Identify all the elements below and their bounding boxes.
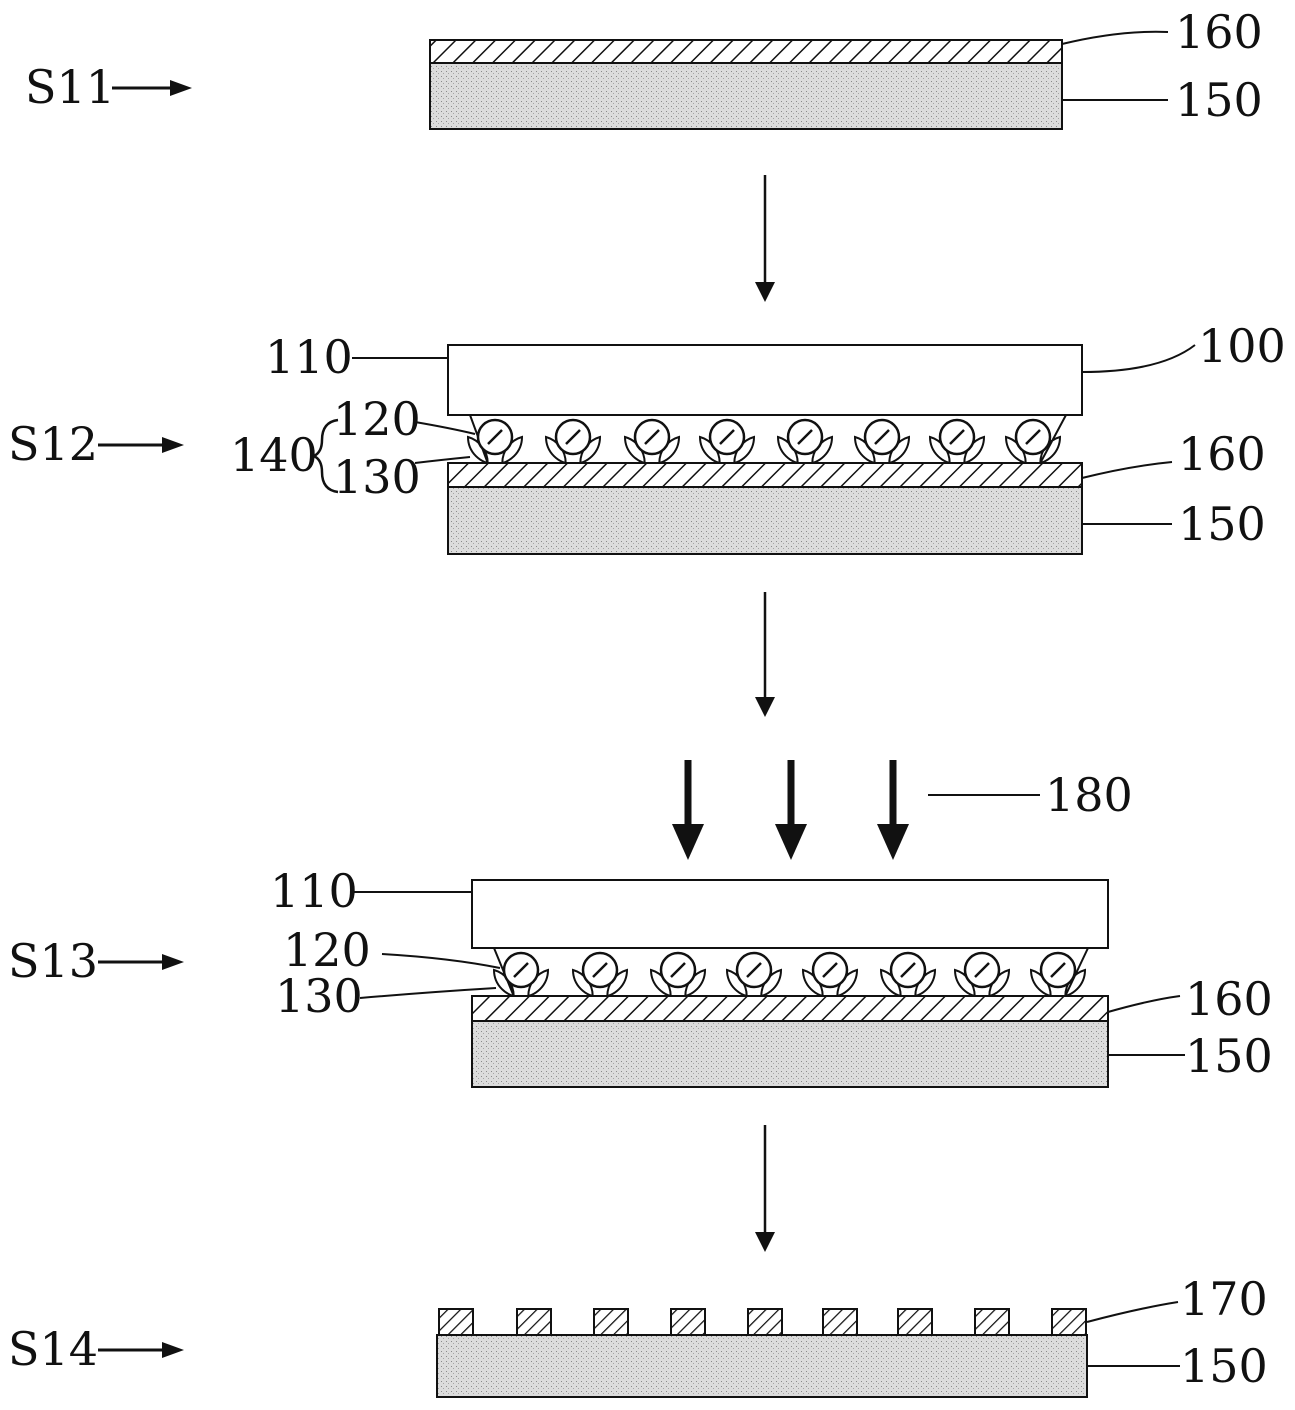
pad-170: [671, 1309, 705, 1335]
conductive-particle: [504, 953, 538, 987]
flow-arrowhead-1: [755, 282, 775, 302]
leader-line-120: [382, 954, 500, 968]
conductive-particle: [940, 420, 974, 454]
layer-160: [448, 463, 1082, 487]
step-s12: S12 110 100 120 130 140 160 150: [8, 319, 1286, 554]
label-100: 100: [1198, 319, 1286, 373]
pressure-arrowhead: [672, 824, 704, 860]
conductive-particle: [865, 420, 899, 454]
substrate-150: [437, 1335, 1087, 1397]
step-pointer-arrowhead: [162, 437, 184, 453]
label-150: 150: [1178, 497, 1266, 551]
leader-line-160: [1108, 996, 1180, 1012]
label-150: 150: [1180, 1339, 1268, 1393]
step-pointer-arrowhead: [162, 1342, 184, 1358]
conductive-particle: [813, 953, 847, 987]
substrate-150: [448, 487, 1082, 554]
label-110: 110: [265, 330, 353, 384]
pad-170: [1052, 1309, 1086, 1335]
conductive-particle: [478, 420, 512, 454]
pad-170: [517, 1309, 551, 1335]
conductive-particle: [1016, 420, 1050, 454]
substrate-150: [430, 63, 1062, 129]
step-s13: S13 110 120 130 160 150: [8, 864, 1273, 1087]
pad-170: [594, 1309, 628, 1335]
layer-160: [430, 40, 1062, 63]
leader-line-160: [1082, 462, 1172, 478]
pressure-arrowhead: [877, 824, 909, 860]
conductive-particle: [788, 420, 822, 454]
conductive-particle: [965, 953, 999, 987]
conductive-particle: [737, 953, 771, 987]
conductive-particle: [583, 953, 617, 987]
pad-170: [975, 1309, 1009, 1335]
label-110: 110: [270, 864, 358, 918]
substrate-150: [472, 1021, 1108, 1087]
conductive-particle: [635, 420, 669, 454]
step-label-s12: S12: [8, 417, 98, 471]
label-120: 120: [333, 392, 421, 446]
conductive-particle: [891, 953, 925, 987]
pressure-arrowhead: [775, 824, 807, 860]
pressure-arrows-180: 180: [672, 760, 1133, 860]
label-170: 170: [1180, 1272, 1268, 1326]
step-pointer-arrowhead: [162, 954, 184, 970]
flow-arrowhead-3: [755, 1232, 775, 1252]
label-130: 130: [275, 969, 363, 1023]
step-pointer-arrowhead: [170, 80, 192, 96]
patterned-pads-170: [439, 1309, 1086, 1335]
chip-110: [448, 345, 1082, 415]
flow-arrowhead-2: [755, 697, 775, 717]
pad-170: [748, 1309, 782, 1335]
label-150: 150: [1175, 73, 1263, 127]
step-label-s13: S13: [8, 934, 98, 988]
pad-170: [439, 1309, 473, 1335]
chip-110: [472, 880, 1108, 948]
leader-line-100: [1082, 345, 1195, 372]
leader-line-120: [415, 422, 475, 434]
label-150: 150: [1185, 1029, 1273, 1083]
label-130: 130: [333, 450, 421, 504]
label-160: 160: [1175, 5, 1263, 59]
leader-line-170: [1087, 1302, 1178, 1322]
leader-line-160: [1062, 32, 1168, 44]
label-140: 140: [230, 428, 318, 482]
label-160: 160: [1178, 427, 1266, 481]
step-s14: S14 170 150: [8, 1272, 1268, 1397]
conductive-particle: [710, 420, 744, 454]
conductive-particle: [1041, 953, 1075, 987]
step-label-s14: S14: [8, 1322, 98, 1376]
pad-170: [823, 1309, 857, 1335]
label-160: 160: [1185, 972, 1273, 1026]
step-s11: S11 160 150: [25, 5, 1263, 129]
layer-160: [472, 996, 1108, 1021]
step-label-s11: S11: [25, 60, 115, 114]
label-180: 180: [1045, 768, 1133, 822]
conductive-particle: [661, 953, 695, 987]
pad-170: [898, 1309, 932, 1335]
conductive-particle: [556, 420, 590, 454]
